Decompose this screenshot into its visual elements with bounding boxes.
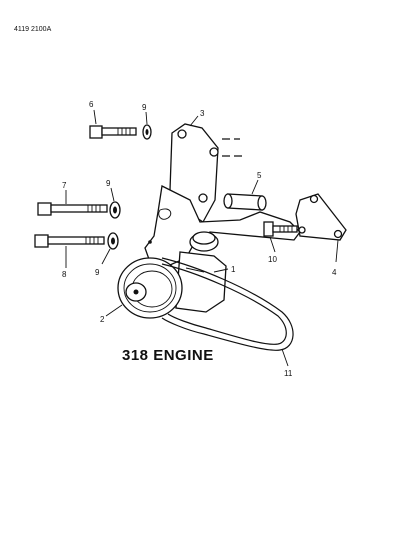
- callout-10: 10: [268, 236, 277, 264]
- svg-text:11: 11: [284, 369, 293, 378]
- svg-text:9: 9: [106, 179, 111, 188]
- pump-1: [175, 231, 227, 313]
- callout-11: 11: [281, 348, 293, 378]
- washer-9-middle: [109, 201, 121, 219]
- svg-text:9: 9: [95, 268, 100, 277]
- callout-5: 5: [251, 171, 262, 195]
- bolt-10: [263, 221, 298, 237]
- pulley-2: [117, 257, 183, 319]
- svg-text:3: 3: [200, 109, 205, 118]
- callout-7: 7: [62, 181, 67, 204]
- svg-text:10: 10: [268, 255, 277, 264]
- bolt-8: [34, 234, 105, 248]
- callout-6: 6: [89, 100, 97, 125]
- callout-9-middle: 9: [106, 179, 115, 202]
- svg-text:1: 1: [231, 265, 236, 274]
- belt-11: [161, 257, 294, 351]
- callout-9-lower: 9: [95, 248, 111, 277]
- callout-9-top: 9: [142, 103, 148, 125]
- washer-9-lower: [107, 232, 119, 250]
- svg-text:6: 6: [89, 100, 94, 109]
- bolt-6: [89, 125, 137, 139]
- callout-1: 1: [213, 265, 236, 274]
- svg-text:8: 8: [62, 270, 67, 279]
- washer-9-top: [142, 124, 152, 140]
- figure-code: 4119 2100A: [14, 26, 52, 33]
- svg-text:5: 5: [257, 171, 262, 180]
- svg-text:4: 4: [332, 268, 337, 277]
- callout-4: 4: [332, 239, 339, 277]
- callout-2: 2: [100, 304, 123, 324]
- svg-text:7: 7: [62, 181, 67, 190]
- callout-8: 8: [62, 246, 67, 279]
- spacer-5: [223, 193, 267, 211]
- svg-text:2: 2: [100, 315, 105, 324]
- bracket-4: [295, 193, 347, 241]
- main-bracket: [144, 185, 301, 266]
- svg-text:9: 9: [142, 103, 147, 112]
- callout-3: 3: [189, 109, 205, 127]
- bolt-7: [37, 202, 108, 216]
- engine-caption: 318 ENGINE: [122, 347, 214, 364]
